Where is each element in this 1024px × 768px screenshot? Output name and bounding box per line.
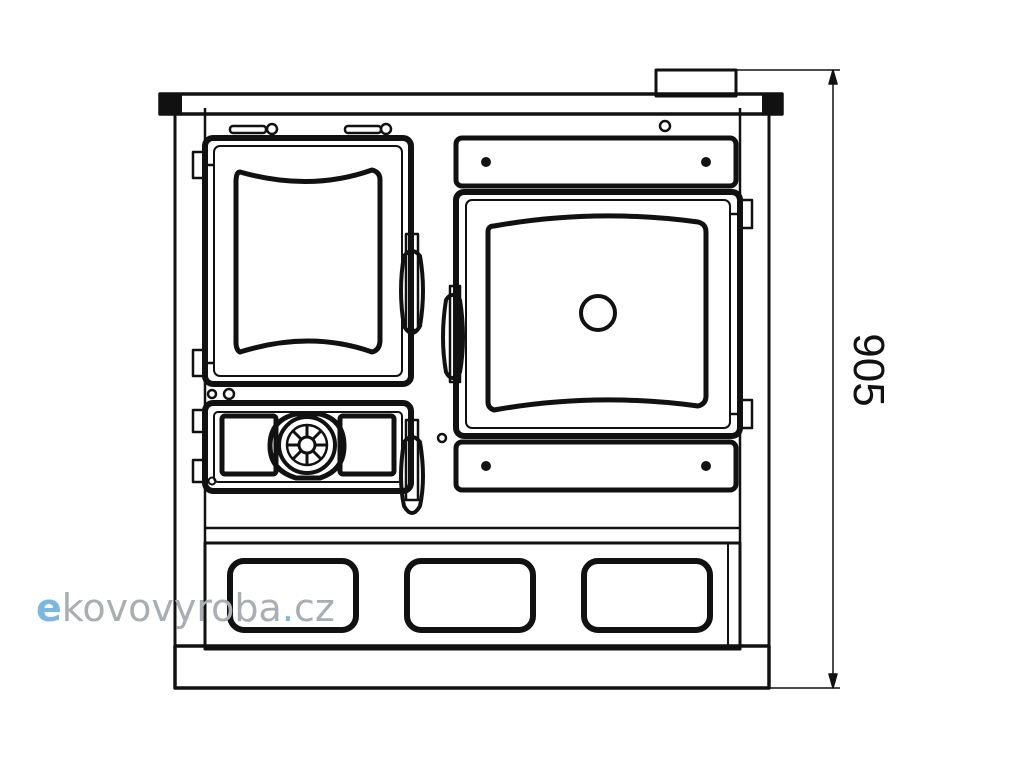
oven-upper-trim [453,135,739,189]
air-regulator-rosette[interactable] [267,411,347,481]
watermark-logo: ekovovyroba.cz [36,586,335,630]
height-dimension-label: 905 [844,333,893,407]
oven-thermometer [579,294,617,332]
oven-door-handle[interactable] [441,284,465,384]
plinth [173,644,771,690]
firebox-door-handle[interactable] [399,232,425,335]
drawer-panel-center [404,558,536,633]
oven-lower-trim [453,439,739,493]
oven-door [453,189,754,439]
height-dimension [736,69,840,689]
firebox-window [233,167,383,355]
drawer-panel-right [581,558,713,633]
oven-window [485,213,709,413]
flue-outlet [654,68,738,98]
storage-drawer [203,526,742,651]
drawer-panel-left [227,558,359,633]
ash-pan-door-handle[interactable] [399,418,425,515]
firebox-door [191,135,414,387]
